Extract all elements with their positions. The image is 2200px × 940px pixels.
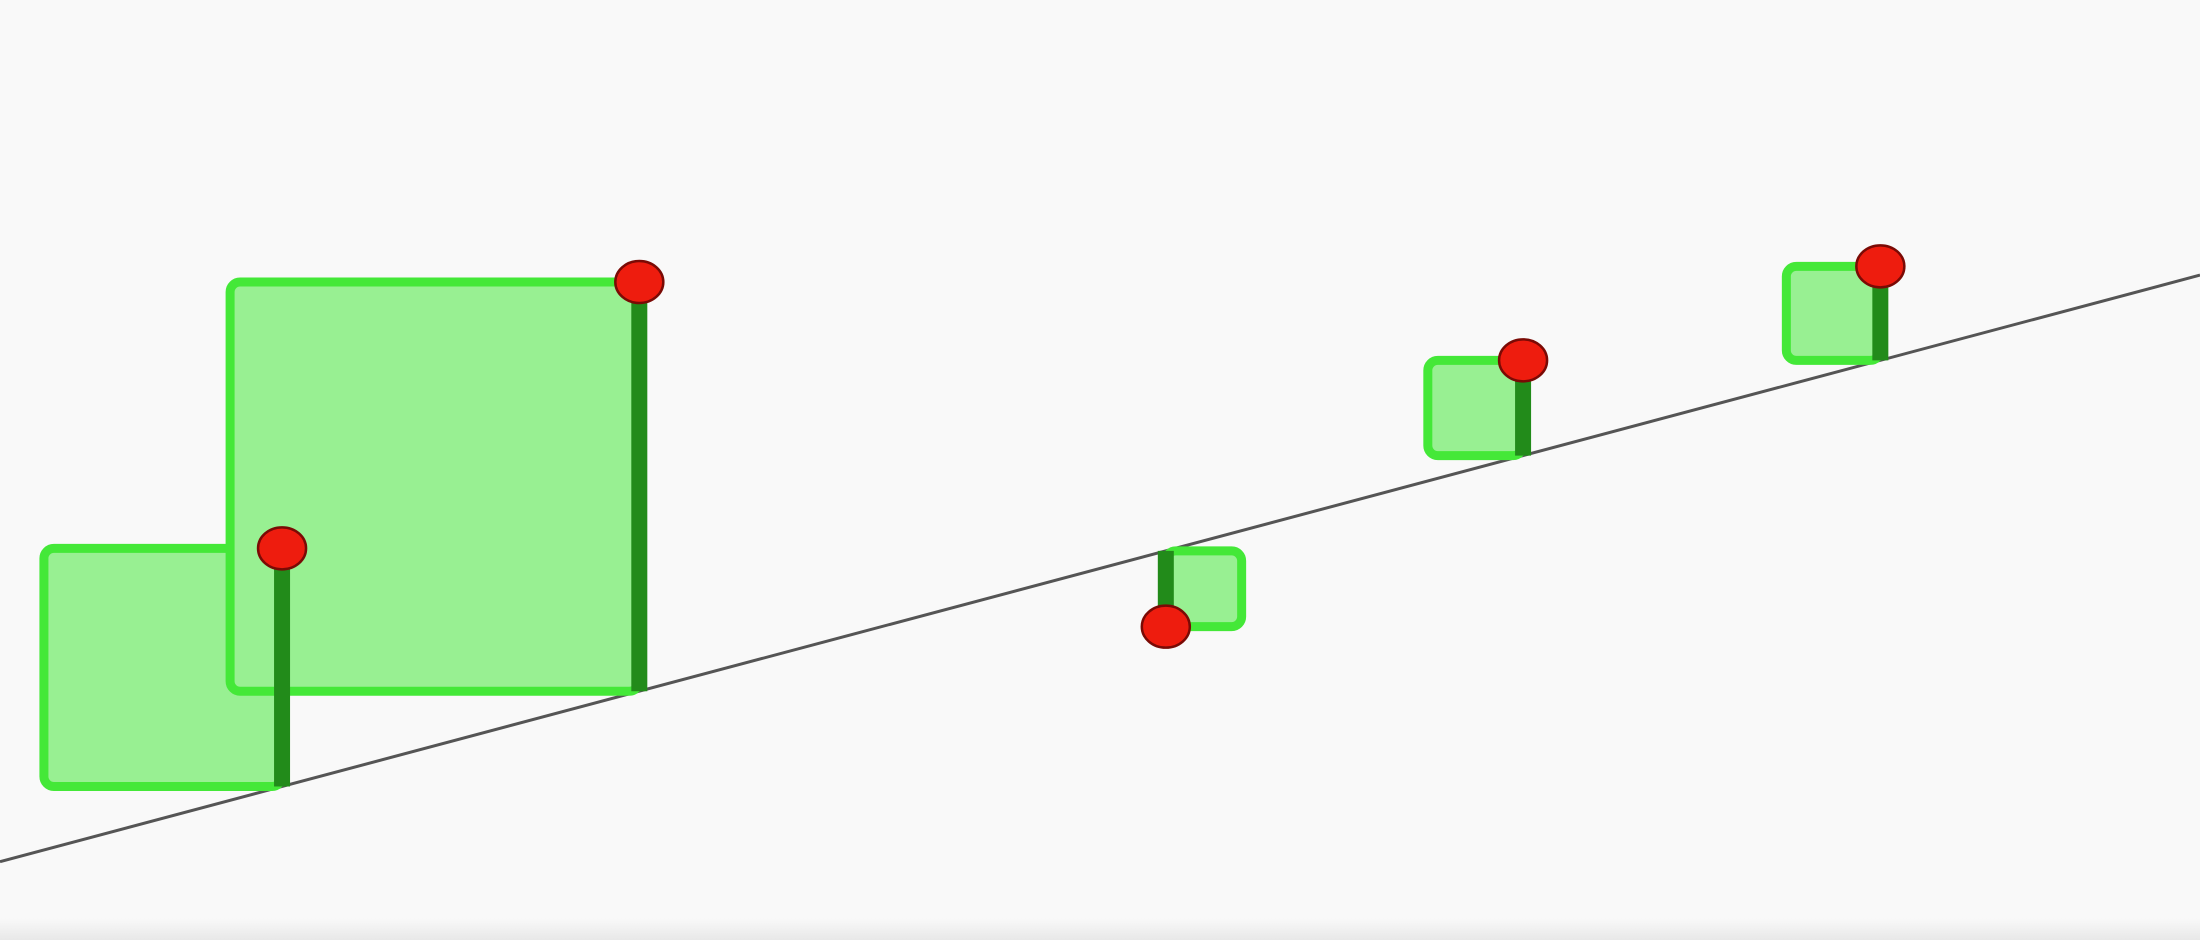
data-point-4[interactable] bbox=[1497, 338, 1549, 383]
bottom-edge-shadow bbox=[0, 918, 2200, 940]
data-point-5[interactable] bbox=[1855, 244, 1906, 289]
data-point-3[interactable] bbox=[1140, 604, 1192, 649]
data-point-1[interactable] bbox=[256, 526, 308, 571]
regression-line bbox=[0, 273, 2200, 864]
data-point-2[interactable] bbox=[614, 259, 665, 305]
squared-residuals bbox=[39, 261, 1885, 791]
residual-square-2 bbox=[225, 277, 644, 696]
data-points bbox=[256, 244, 1906, 649]
